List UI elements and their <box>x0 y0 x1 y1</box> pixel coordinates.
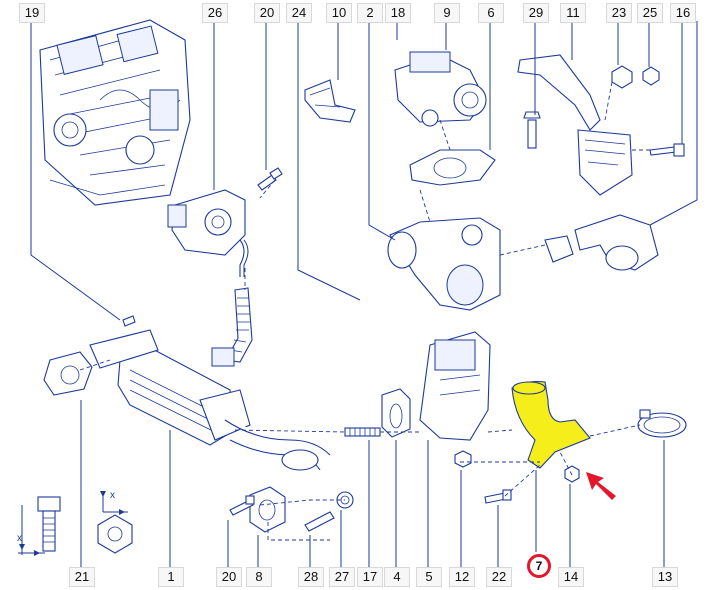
bolt-29 <box>523 111 541 149</box>
bolt-20-bottom <box>229 495 255 516</box>
callout-28[interactable]: 28 <box>298 567 324 587</box>
egr-valve-5 <box>419 331 491 441</box>
stud-28 <box>304 511 335 532</box>
callout-25[interactable]: 25 <box>637 3 663 23</box>
stud-17 <box>344 427 381 437</box>
nut-14 <box>564 465 580 483</box>
top-leader-lines <box>30 21 698 321</box>
bolt-19 <box>122 315 136 327</box>
clamp-13 <box>637 409 687 438</box>
nut-detail: x <box>97 490 133 554</box>
callout-1[interactable]: 1 <box>158 567 184 587</box>
bolt-16 <box>649 143 685 157</box>
callout-10[interactable]: 10 <box>326 3 352 23</box>
gasket-4 <box>381 388 411 438</box>
egr-housing-2 <box>387 217 501 311</box>
flange-21 <box>43 351 93 396</box>
nut-23 <box>611 65 633 89</box>
nut-25 <box>642 66 660 86</box>
callout-26[interactable]: 26 <box>202 3 228 23</box>
bolt-20-top <box>257 167 283 191</box>
callout-13[interactable]: 13 <box>652 567 678 587</box>
callout-27[interactable]: 27 <box>329 567 355 587</box>
callout-22[interactable]: 22 <box>486 567 512 587</box>
callout-8[interactable]: 8 <box>246 567 272 587</box>
callout-14[interactable]: 14 <box>558 567 584 587</box>
bolt-22 <box>484 489 512 504</box>
callout-17[interactable]: 17 <box>357 567 383 587</box>
callout-6[interactable]: 6 <box>478 3 504 23</box>
gasket-8 <box>249 486 286 533</box>
valve-9 <box>394 51 487 127</box>
callout-16[interactable]: 16 <box>670 3 696 23</box>
callout-9[interactable]: 9 <box>434 3 460 23</box>
callout-2[interactable]: 2 <box>357 3 383 23</box>
callout-18[interactable]: 18 <box>385 3 411 23</box>
flexible-pipe <box>211 287 253 367</box>
callout-20-bottom[interactable]: 20 <box>216 567 242 587</box>
nut-12 <box>454 450 472 468</box>
callout-11[interactable]: 11 <box>560 3 586 23</box>
bolt-detail: x <box>17 496 61 556</box>
bracket-10 <box>304 79 356 123</box>
callout-23[interactable]: 23 <box>606 3 632 23</box>
elbow-pipe-3 <box>544 214 659 271</box>
bottom-leader-lines <box>80 400 665 567</box>
gasket-6 <box>409 149 496 186</box>
indicator-arrow <box>586 472 616 500</box>
callout-29[interactable]: 29 <box>523 3 549 23</box>
callout-5[interactable]: 5 <box>416 567 442 587</box>
callout-7-highlighted[interactable]: 7 <box>527 554 551 578</box>
callout-24[interactable]: 24 <box>286 3 312 23</box>
callout-19[interactable]: 19 <box>19 3 45 23</box>
callout-20[interactable]: 20 <box>254 3 280 23</box>
egr-valve-26 <box>167 189 249 277</box>
cooler-flange <box>89 329 159 369</box>
nut-detail-mark: x <box>110 490 115 501</box>
callout-12[interactable]: 12 <box>449 567 475 587</box>
bracket-11 <box>517 54 633 196</box>
callout-21[interactable]: 21 <box>69 567 95 587</box>
engine-illustration <box>39 19 191 206</box>
bolt-detail-mark: x <box>17 533 22 544</box>
egr-cooler-1 <box>117 344 331 471</box>
highlighted-pipe-7[interactable] <box>511 381 591 469</box>
callout-4[interactable]: 4 <box>384 567 410 587</box>
assembly-lines <box>79 81 650 541</box>
